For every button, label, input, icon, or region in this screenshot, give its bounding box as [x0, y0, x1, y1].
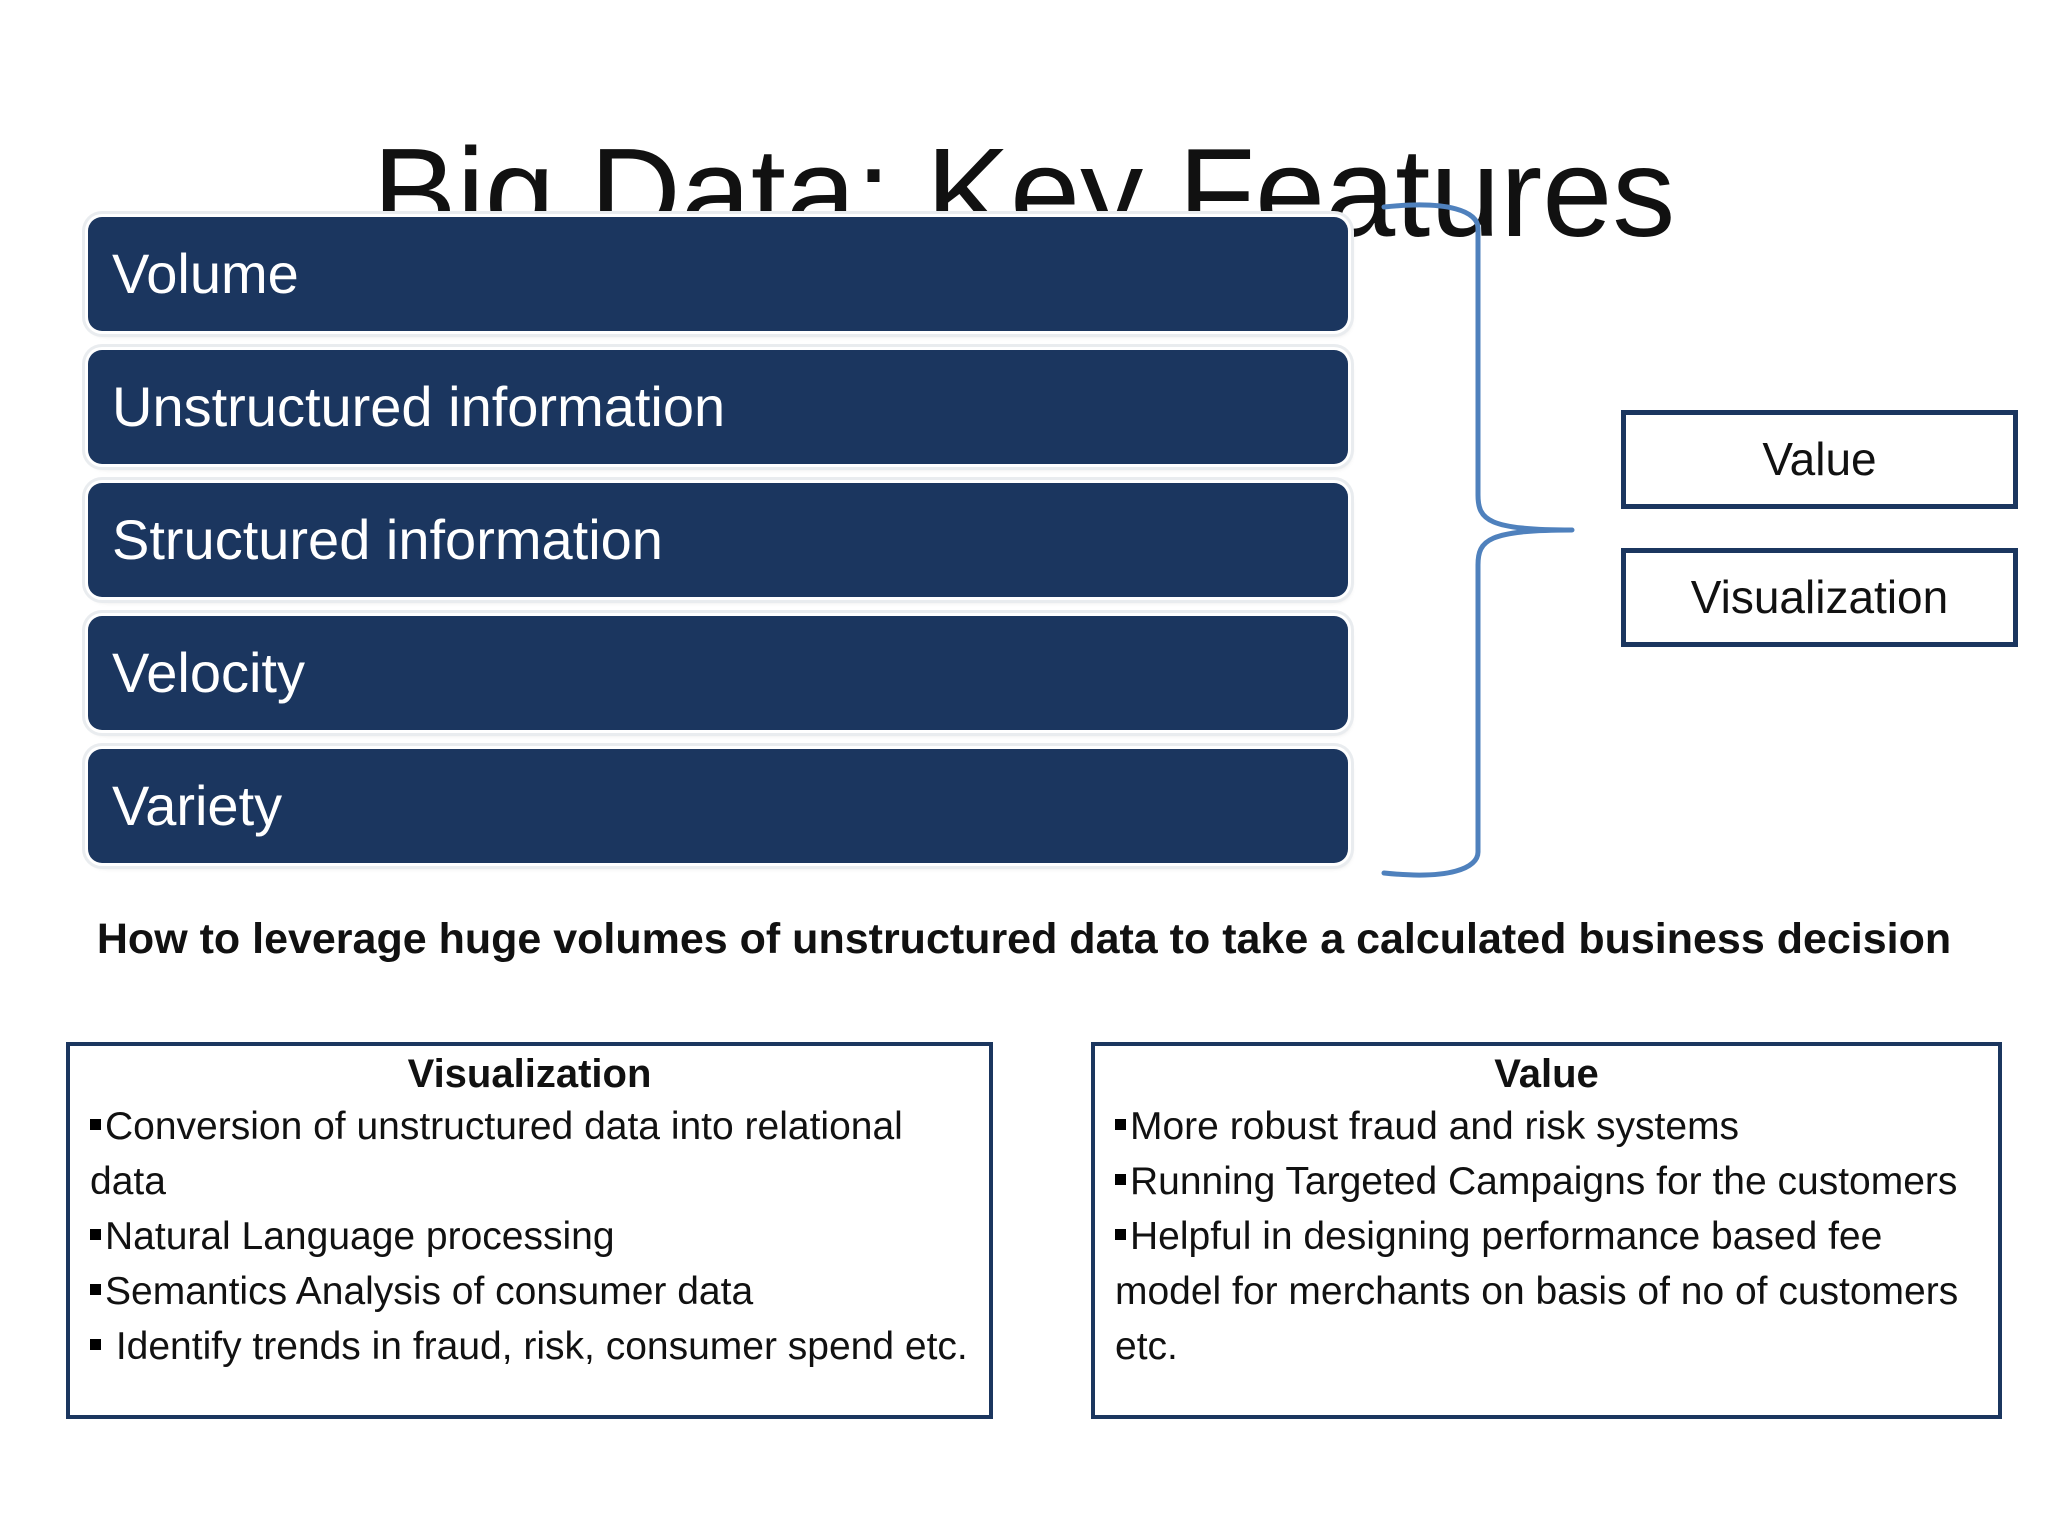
- list-item: Conversion of unstructured data into rel…: [90, 1099, 969, 1209]
- value-bullet-list: More robust fraud and risk systems Runni…: [1115, 1099, 1978, 1374]
- key-question-statement: How to leverage huge volumes of unstruct…: [96, 915, 1952, 963]
- feature-box-structured-information: Structured information: [88, 483, 1348, 597]
- feature-box-volume: Volume: [88, 217, 1348, 331]
- list-item-text: Conversion of unstructured data into rel…: [90, 1105, 903, 1203]
- value-panel: Value More robust fraud and risk systems…: [1091, 1042, 2002, 1419]
- feature-box-variety: Variety: [88, 749, 1348, 863]
- visualization-bullet-list: Conversion of unstructured data into rel…: [90, 1099, 969, 1374]
- value-panel-heading: Value: [1494, 1052, 1599, 1096]
- list-item-text: Natural Language processing: [105, 1215, 615, 1258]
- feature-box-velocity: Velocity: [88, 616, 1348, 730]
- visualization-panel-heading: Visualization: [407, 1052, 652, 1096]
- list-item-text: More robust fraud and risk systems: [1130, 1105, 1740, 1148]
- list-item: Semantics Analysis of consumer data: [90, 1264, 969, 1319]
- square-bullet-icon: [90, 1229, 101, 1240]
- square-bullet-icon: [90, 1119, 101, 1130]
- list-item-text: Semantics Analysis of consumer data: [105, 1270, 754, 1313]
- square-bullet-icon: [1115, 1229, 1126, 1240]
- square-bullet-icon: [90, 1339, 101, 1350]
- square-bullet-icon: [90, 1284, 101, 1295]
- list-item-text: Helpful in designing performance based f…: [1115, 1215, 1959, 1368]
- list-item-text: Identify trends in fraud, risk, consumer…: [105, 1325, 968, 1368]
- outcome-box-value: Value: [1621, 410, 2018, 509]
- list-item: Natural Language processing: [90, 1209, 969, 1264]
- list-item-text: Running Targeted Campaigns for the custo…: [1130, 1160, 1958, 1203]
- list-item: Identify trends in fraud, risk, consumer…: [90, 1319, 969, 1374]
- list-item: Helpful in designing performance based f…: [1115, 1209, 1978, 1374]
- square-bullet-icon: [1115, 1119, 1126, 1130]
- feature-box-unstructured-information: Unstructured information: [88, 350, 1348, 464]
- list-item: Running Targeted Campaigns for the custo…: [1115, 1154, 1978, 1209]
- square-bullet-icon: [1115, 1174, 1126, 1185]
- outcome-box-visualization: Visualization: [1621, 548, 2018, 647]
- visualization-panel: Visualization Conversion of unstructured…: [66, 1042, 993, 1419]
- list-item: More robust fraud and risk systems: [1115, 1099, 1978, 1154]
